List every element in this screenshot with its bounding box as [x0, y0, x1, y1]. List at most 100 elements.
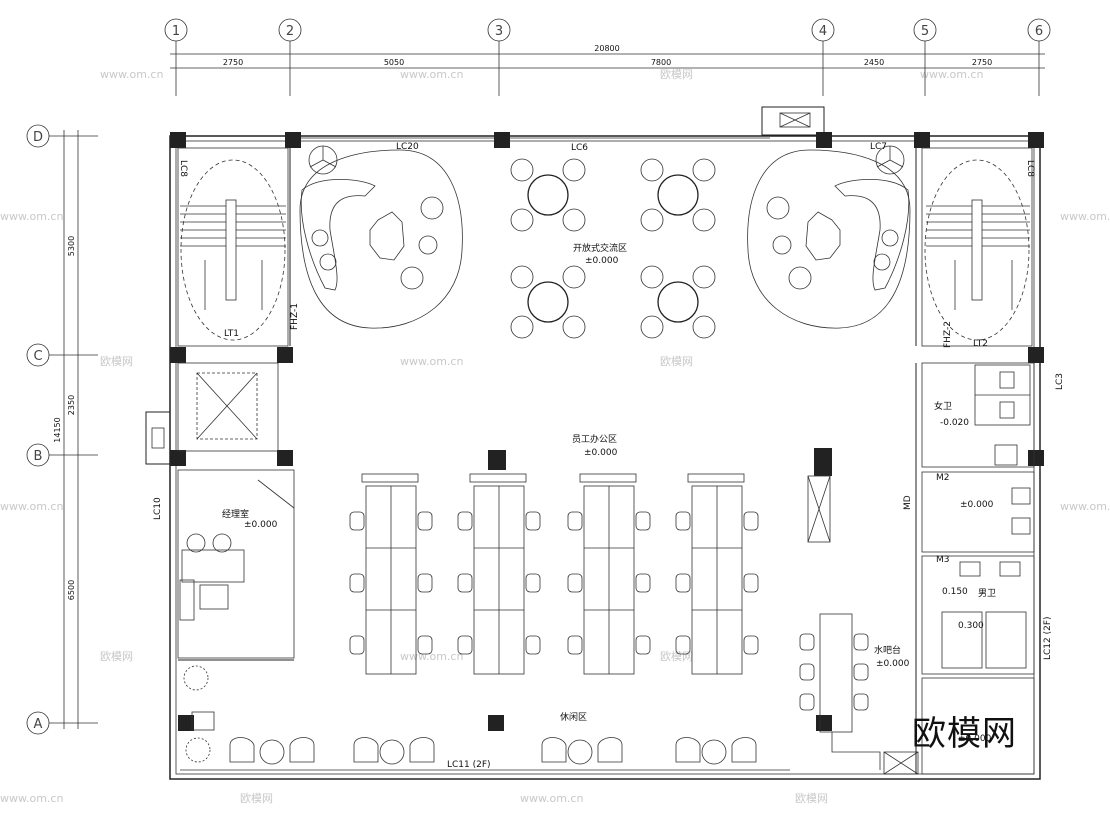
watermark-logo: 欧模网 — [912, 714, 1017, 754]
axis-label: 6 — [1035, 24, 1043, 39]
dimension-segment: 5050 — [384, 58, 404, 67]
window-tag: LC10 — [153, 497, 163, 520]
door-tag: M2 — [936, 473, 950, 483]
axis-label: 2 — [286, 24, 294, 39]
lounge-right: LC7 — [747, 142, 911, 329]
column — [816, 715, 832, 731]
planter-left — [183, 665, 215, 763]
room-label-male-wc: 男卫 — [978, 588, 996, 599]
column — [1028, 132, 1044, 148]
column — [914, 132, 930, 148]
watermark-text: 欧模网 — [100, 650, 133, 663]
watermark-text: 欧模网 — [100, 355, 133, 368]
structural-columns — [170, 132, 1044, 731]
manager-room: 经理室 ±0.000 LC10 — [153, 469, 295, 659]
staircase-left: LT1 LC8 FHZ-1 — [177, 147, 300, 347]
door-tag: M3 — [936, 555, 950, 565]
lift-label: LT2 — [973, 339, 988, 349]
column — [277, 450, 293, 466]
axis-label: 4 — [819, 24, 827, 39]
window-tag: LC6 — [571, 143, 588, 153]
water-bar: 水吧台 ±0.000 — [799, 613, 919, 775]
door-tag: FHZ-2 — [943, 321, 953, 348]
room-level: ±0.000 — [585, 256, 619, 266]
door-tag: MD — [903, 495, 913, 510]
column — [170, 132, 186, 148]
watermark-text: www.om.cn — [1060, 500, 1110, 513]
window-tag: LC8 — [1025, 160, 1035, 177]
watermark-text: www.om.cn — [400, 68, 463, 81]
left-grid-axes: D C B A 14150 5300 2350 6500 — [26, 124, 98, 735]
room-label-female-wc: 女卫 — [934, 400, 952, 412]
dimension-segment: 2450 — [864, 58, 884, 67]
column — [1028, 450, 1044, 466]
window-tag: LC11 (2F) — [447, 760, 491, 770]
rest-area: 休闲区 LC11 (2F) — [229, 711, 757, 770]
lift-label: LT1 — [224, 329, 239, 339]
watermark-text: 欧模网 — [795, 792, 828, 805]
dimension-segment: 6500 — [67, 580, 76, 600]
axis-label: C — [33, 349, 42, 364]
room-level: ±0.000 — [960, 500, 994, 510]
watermark-text: www.om.cn — [920, 68, 983, 81]
axis-label: 1 — [172, 24, 180, 39]
watermark-text: www.om.cn — [520, 792, 583, 805]
room-level: 0.150 — [942, 587, 968, 597]
door-tag: FHZ-1 — [290, 303, 300, 330]
watermark-text: 欧模网 — [660, 355, 693, 368]
column — [488, 450, 506, 470]
axis-label: B — [34, 449, 43, 464]
column — [170, 347, 186, 363]
column — [814, 448, 832, 476]
top-grid-axes: 1 2 3 4 5 6 20800 2750 5050 7800 2450 27… — [164, 18, 1051, 96]
office-desks — [349, 473, 831, 675]
watermark-text: www.om.cn — [400, 355, 463, 368]
staircase-right: LT2 LC8 FHZ-2 — [921, 147, 1035, 349]
room-level: ±0.000 — [958, 734, 992, 744]
column — [178, 715, 194, 731]
axis-label: A — [34, 717, 43, 732]
watermark-text: 欧模网 — [660, 650, 693, 663]
room-level: -0.020 — [940, 418, 969, 428]
watermark-text: www.om.cn — [100, 68, 163, 81]
interior-partitions — [178, 148, 917, 774]
dimension-segment: 5300 — [67, 236, 76, 256]
column — [285, 132, 301, 148]
axis-label: D — [33, 130, 43, 145]
column — [488, 715, 504, 731]
lounge-left: LC20 — [299, 142, 463, 329]
watermark-layer: www.om.cn www.om.cn 欧模网 www.om.cn www.om… — [0, 68, 1110, 805]
dimension-segment: 2750 — [972, 58, 992, 67]
room-level: ±0.000 — [244, 520, 278, 530]
axis-label: 5 — [921, 24, 929, 39]
room-label-rest: 休闲区 — [560, 711, 587, 723]
column — [277, 347, 293, 363]
round-tables: LC6 — [510, 143, 716, 339]
window-tag: LC20 — [396, 142, 419, 152]
room-label-bar: 水吧台 — [874, 644, 901, 656]
window-tag: LC12 (2F) — [1043, 616, 1053, 660]
column — [170, 450, 186, 466]
watermark-text: 欧模网 — [660, 68, 693, 81]
room-level: ±0.000 — [584, 448, 618, 458]
room-level: ±0.000 — [876, 659, 910, 669]
watermark-text: www.om.cn — [0, 792, 63, 805]
room-label-staff-office: 员工办公区 — [572, 433, 617, 445]
dimension-overall: 20800 — [594, 44, 619, 53]
dimension-segment: 2350 — [67, 395, 76, 415]
elevator-room — [145, 362, 279, 465]
window-bay — [761, 106, 825, 136]
watermark-text: www.om.cn — [0, 500, 63, 513]
axis-label: 3 — [495, 24, 503, 39]
dimension-segment: 2750 — [223, 58, 243, 67]
window-tag: LC7 — [870, 142, 887, 152]
watermark-text: www.om.cn — [1060, 210, 1110, 223]
watermark-text: 欧模网 — [240, 792, 273, 805]
room-label-manager: 经理室 — [222, 508, 249, 520]
room-level: 0.300 — [958, 621, 984, 631]
room-label-open-area: 开放式交流区 — [573, 242, 627, 254]
window-tag: LC8 — [178, 160, 188, 177]
watermark-text: www.om.cn — [0, 210, 63, 223]
dimension-segment: 7800 — [651, 58, 671, 67]
